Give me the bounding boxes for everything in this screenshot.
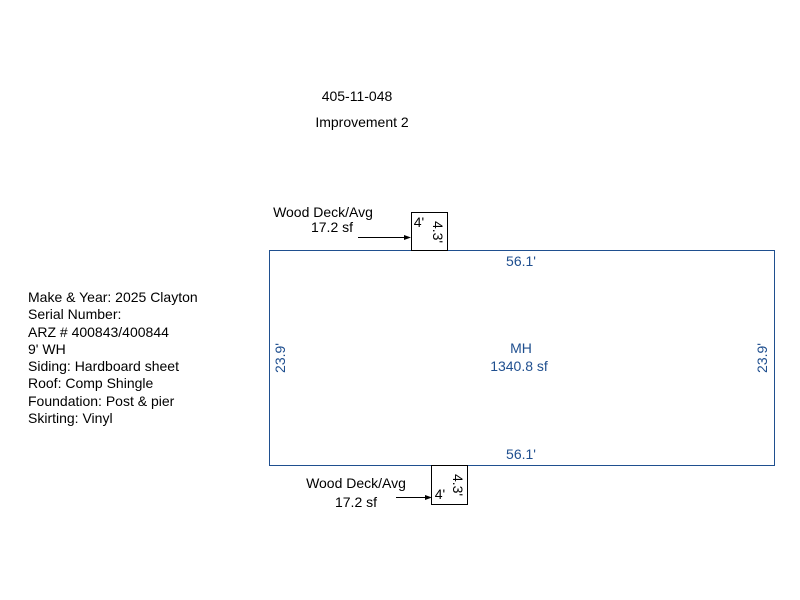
bottom-deck-area: 17.2 sf [335, 494, 377, 510]
note-line: Roof: Comp Shingle [28, 375, 154, 392]
note-line: Make & Year: 2025 Clayton [28, 289, 198, 305]
top-deck-area: 17.2 sf [311, 219, 353, 235]
mh-area: 1340.8 sf [490, 358, 548, 374]
top-deck: 4' 4.3' Wood Deck/Avg 17.2 sf [273, 204, 448, 251]
top-deck-width: 4' [414, 214, 424, 230]
mh-label: MH [510, 340, 532, 356]
left-dimension: 23.9' [272, 343, 288, 373]
arrowhead-icon [404, 235, 411, 240]
sketch-title: Improvement 2 [315, 114, 409, 130]
note-line: 9' WH [28, 340, 66, 357]
bottom-deck-label: Wood Deck/Avg [306, 475, 406, 491]
note-line: Foundation: Post & pier [28, 392, 175, 409]
top-dimension: 56.1' [506, 253, 536, 269]
improvement-notes: Make & Year: 2025 Clayton Serial Number:… [28, 289, 198, 427]
bottom-deck-width: 4' [435, 486, 445, 502]
bottom-deck: 4' 4.3' Wood Deck/Avg 17.2 sf [306, 465, 468, 510]
arrowhead-icon [425, 495, 432, 500]
note-line: Skirting: Vinyl [28, 410, 113, 427]
bottom-deck-depth: 4.3' [450, 474, 466, 496]
note-line: Serial Number: [28, 306, 122, 323]
note-line: Siding: Hardboard sheet [28, 358, 179, 375]
bottom-dimension: 56.1' [506, 446, 536, 462]
top-deck-depth: 4.3' [430, 221, 446, 243]
bottom-deck-outline [431, 465, 468, 505]
top-deck-outline [411, 212, 448, 251]
parcel-number: 405-11-048 [322, 88, 393, 104]
right-dimension: 23.9' [754, 343, 770, 373]
mh-outline [269, 250, 775, 466]
top-deck-label: Wood Deck/Avg [273, 204, 373, 220]
note-line: ARZ # 400843/400844 [28, 323, 169, 340]
